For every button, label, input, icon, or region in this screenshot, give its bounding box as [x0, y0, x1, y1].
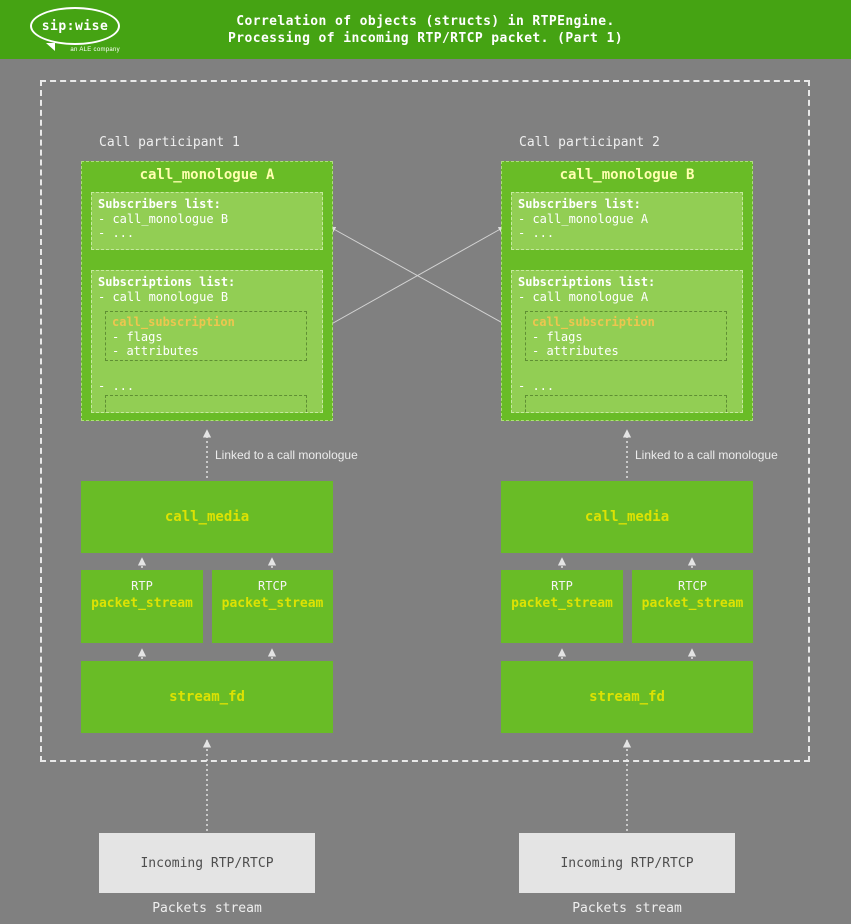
call-media-label: call_media [164, 509, 250, 525]
subscribers-list-box: Subscribers list: - call_monologue B - .… [91, 192, 323, 250]
rtp-label: RTP [551, 579, 573, 593]
rtp-label: RTP [131, 579, 153, 593]
call-subscription-title: call_subscription [532, 315, 655, 329]
rtcp-label: RTCP [258, 579, 287, 593]
packet-stream-box-rtcp: RTCP packet_stream [212, 570, 333, 643]
packet-stream-box-rtcp: RTCP packet_stream [632, 570, 753, 643]
subscribers-item: - call_monologue A [518, 211, 649, 226]
call-subscription-box-empty [525, 395, 727, 412]
call-media-box: call_media [81, 481, 333, 553]
call-monologue-box: call_monologue B Subscribers list: - cal… [501, 161, 753, 421]
subscription-attributes: - attributes [532, 344, 619, 358]
packet-stream-label: packet_stream [511, 596, 613, 611]
packet-stream-label: packet_stream [641, 596, 744, 611]
subscription-flags: - flags [112, 329, 163, 344]
header-title-line2: Processing of incoming RTP/RTCP packet. … [228, 30, 623, 46]
packet-stream-box-rtp: RTP packet_stream [501, 570, 623, 643]
linked-note: Linked to a call monologue [635, 448, 778, 462]
call-monologue-box: call_monologue A Subscribers list: - cal… [81, 161, 333, 421]
logo-text: sip:wise [41, 18, 109, 34]
subscribers-title: Subscribers list: [518, 197, 641, 211]
subscriptions-list-box: Subscriptions list: - call monologue B c… [91, 270, 323, 413]
subscribers-item-more: - ... [518, 226, 555, 240]
logo-bubble-tail-icon [46, 43, 55, 51]
packets-stream-label: Packets stream [572, 901, 682, 916]
call-subscription-title: call_subscription [112, 315, 235, 329]
logo-subtext: an ALE company [70, 47, 120, 53]
subscriptions-item: - call monologue B [98, 289, 229, 304]
subscribers-item-more: - ... [98, 226, 135, 240]
subscriptions-title: Subscriptions list: [518, 275, 656, 289]
stream-fd-label: stream_fd [589, 689, 665, 705]
call-monologue-title: call_monologue B [559, 167, 695, 183]
stream-fd-label: stream_fd [169, 689, 245, 705]
packets-stream-label: Packets stream [152, 901, 262, 916]
subscription-flags: - flags [532, 329, 583, 344]
call-media-label: call_media [584, 509, 670, 525]
call-media-box: call_media [501, 481, 753, 553]
participant-label: Call participant 1 [99, 135, 240, 150]
incoming-rtp-box: Incoming RTP/RTCP [99, 833, 315, 893]
header: sip:wise an ALE company Correlation of o… [0, 0, 851, 59]
call-subscription-box: call_subscription - flags - attributes [525, 311, 727, 361]
incoming-rtp-label: Incoming RTP/RTCP [140, 855, 274, 871]
subscribers-title: Subscribers list: [98, 197, 221, 211]
call-monologue-title: call_monologue A [139, 167, 275, 183]
packet-stream-label: packet_stream [221, 596, 324, 611]
participant-column-1: Call participant 1 call_monologue A Subs… [81, 130, 358, 924]
incoming-rtp-box: Incoming RTP/RTCP [519, 833, 735, 893]
stream-fd-box: stream_fd [81, 661, 333, 733]
sipwise-logo: sip:wise an ALE company [30, 7, 122, 53]
header-title-line1: Correlation of objects (structs) in RTPE… [236, 13, 615, 29]
engine-boundary [40, 80, 810, 762]
linked-note: Linked to a call monologue [215, 448, 358, 462]
subscription-attributes: - attributes [112, 344, 199, 358]
subscriptions-list-box: Subscriptions list: - call monologue A c… [511, 270, 743, 413]
call-subscription-box-empty [105, 395, 307, 412]
stream-fd-box: stream_fd [501, 661, 753, 733]
header-title: Correlation of objects (structs) in RTPE… [228, 13, 623, 47]
incoming-rtp-label: Incoming RTP/RTCP [560, 855, 694, 871]
participant-column-2: Call participant 2 call_monologue B Subs… [501, 130, 778, 924]
subscriptions-item-more: - ... [518, 379, 555, 393]
subscriptions-item: - call monologue A [518, 289, 649, 304]
subscriptions-title: Subscriptions list: [98, 275, 236, 289]
packet-stream-box-rtp: RTP packet_stream [81, 570, 203, 643]
participant-label: Call participant 2 [519, 135, 660, 150]
call-subscription-box: call_subscription - flags - attributes [105, 311, 307, 361]
rtcp-label: RTCP [678, 579, 707, 593]
subscriptions-item-more: - ... [98, 379, 135, 393]
logo-bubble-icon: sip:wise [30, 7, 120, 45]
subscribers-item: - call_monologue B [98, 211, 229, 226]
packet-stream-label: packet_stream [91, 596, 193, 611]
subscribers-list-box: Subscribers list: - call_monologue A - .… [511, 192, 743, 250]
